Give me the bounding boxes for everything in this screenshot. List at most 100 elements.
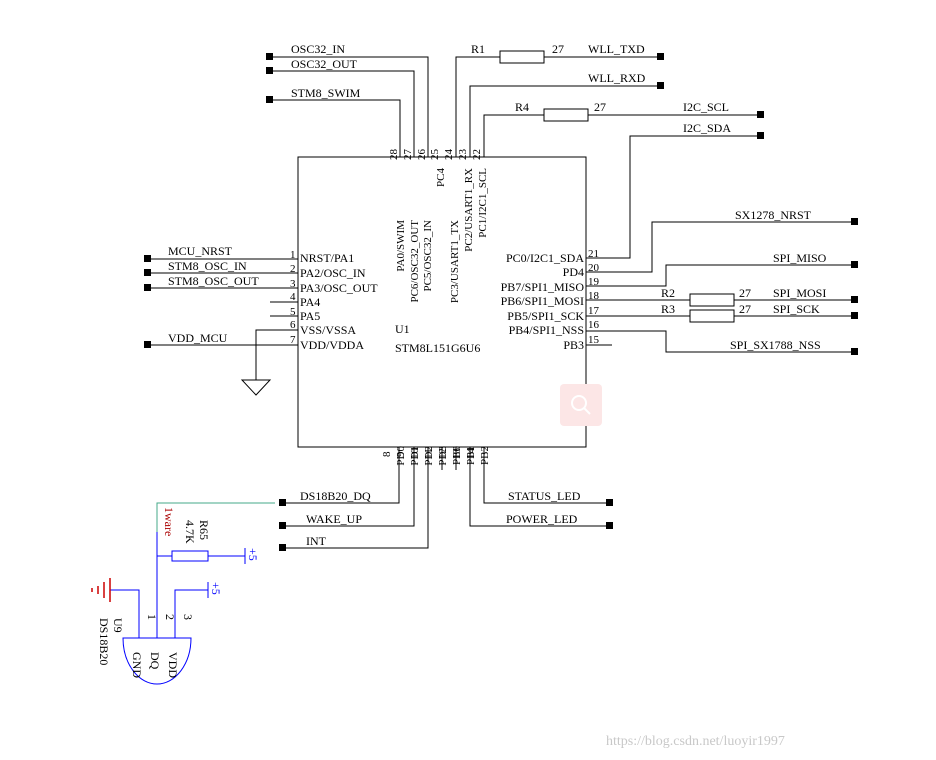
right-pin-num-19: 19 (588, 276, 600, 288)
net-spi-mosi: SPI_MOSI (773, 286, 826, 300)
net-osc32-out: OSC32_OUT (291, 57, 358, 71)
bottom-pin-name-10: PD2 (423, 446, 435, 466)
bottom-pin-name-12: PB0 (451, 446, 463, 465)
net-onewire: 1ware (162, 507, 176, 536)
top-pins: PA0/SWIM PC6/OSC32_OUT PC5/OSC32_IN PC4 … (388, 149, 489, 304)
sensor-pin-name-dq: DQ (148, 652, 162, 670)
net-i2c-scl: I2C_SCL (683, 100, 729, 114)
top-pin-name-28: PA0/SWIM (395, 220, 407, 272)
net-power-led: POWER_LED (506, 512, 578, 526)
r3-body (689, 309, 735, 323)
top-pin-name-24: PC3/USART1_TX (449, 220, 461, 303)
left-pin-num-3: 3 (290, 278, 296, 290)
right-pin-name-21: PC0/I2C1_SDA (506, 251, 584, 265)
bottom-pin-name-13: PB1 (465, 446, 477, 465)
top-wiring: OSC32_IN OSC32_OUT STM8_SWIM R1 27 WLL_T… (266, 42, 764, 259)
watermark: https://blog.csdn.net/luoyir1997 (606, 734, 785, 749)
r2-value: 27 (739, 286, 751, 300)
chip-part: STM8L151G6U6 (395, 341, 480, 355)
r1-value: 27 (552, 42, 564, 56)
right-pin-num-17: 17 (588, 305, 600, 317)
right-pin-name-16: PB4/SPI1_NSS (509, 323, 584, 337)
right-wiring: SX1278_NRST SPI_MISO R2 27 SPI_MOSI R3 2… (586, 208, 858, 355)
top-pin-name-23: PC2/USART1_RX (463, 168, 475, 252)
top-pin-num-25: 25 (429, 149, 441, 161)
net-ds18b20-dq: DS18B20_DQ (300, 489, 371, 503)
right-pin-num-15: 15 (588, 334, 600, 346)
left-pin-num-4: 4 (290, 291, 296, 303)
net-stm8-osc-in: STM8_OSC_IN (168, 259, 247, 273)
sensor-pin-num-2: 2 (163, 614, 177, 620)
net-status-led: STATUS_LED (508, 489, 581, 503)
bottom-pin-name-8: PD0 (395, 446, 407, 466)
net-spi-nss: SPI_SX1788_NSS (730, 338, 821, 352)
bottom-pin-num-14: 14 (465, 448, 477, 460)
r4-body (543, 108, 589, 122)
zoom-icon (560, 384, 602, 426)
sensor-pin-num-1: 1 (145, 614, 159, 620)
top-pin-name-25: PC4 (435, 168, 447, 187)
right-pin-num-21: 21 (588, 248, 599, 260)
top-pin-num-22: 22 (471, 149, 483, 160)
net-vdd-mcu: VDD_MCU (168, 331, 228, 345)
sensor-pin-name-gnd: GND (130, 652, 144, 678)
left-pin-name-2: PA2/OSC_IN (300, 266, 366, 280)
net-wll-txd: WLL_TXD (588, 42, 645, 56)
bottom-pin-num-9: 9 (395, 451, 407, 457)
ground-symbol (240, 379, 272, 396)
top-pin-num-26: 26 (416, 149, 428, 161)
net-stm8-osc-out: STM8_OSC_OUT (168, 274, 259, 288)
bottom-wiring: DS18B20_DQ WAKE_UP INT POWER_LED STATUS_… (279, 447, 613, 551)
bottom-pin-num-12: 12 (437, 448, 449, 459)
right-pin-name-17: PB5/SPI1_SCK (507, 309, 584, 323)
bottom-pin-name-14: PB2 (479, 446, 491, 465)
bottom-pin-num-10: 10 (409, 448, 421, 460)
top-pin-num-28: 28 (388, 149, 400, 161)
left-pin-num-5: 5 (290, 306, 296, 318)
r1-body (499, 50, 545, 64)
net-mcu-nrst: MCU_NRST (168, 244, 233, 258)
r65-body (171, 550, 209, 562)
net-stm8-swim: STM8_SWIM (291, 86, 361, 100)
right-pin-name-18: PB6/SPI1_MOSI (501, 294, 584, 308)
top-pin-name-26: PC5/OSC32_IN (422, 220, 434, 292)
r65-ref: R65 (197, 520, 211, 540)
left-pin-name-5: PA5 (300, 309, 320, 323)
left-pins: 1 2 3 4 5 6 7 NRST/PA1 PA2/OSC_IN PA3/OS… (290, 249, 378, 352)
right-pin-num-20: 20 (588, 262, 600, 274)
left-wiring: MCU_NRST STM8_OSC_IN STM8_OSC_OUT VDD_MC… (144, 244, 298, 396)
right-pin-num-18: 18 (588, 290, 600, 302)
r1-ref: R1 (471, 42, 485, 56)
bottom-pin-num-13: 13 (451, 448, 463, 460)
bottom-pin-name-9: PD1 (409, 446, 421, 466)
r2-body (689, 293, 735, 307)
left-pin-name-1: NRST/PA1 (300, 251, 354, 265)
top-pin-num-23: 23 (457, 149, 469, 161)
ds18b20-circuit: 1ware R65 4.7K +5 +5 1 2 3 GND DQ VDD (91, 502, 275, 685)
left-pin-num-6: 6 (290, 319, 296, 331)
net-spi-miso: SPI_MISO (773, 251, 827, 265)
net-int: INT (306, 534, 327, 548)
r4-ref: R4 (515, 100, 529, 114)
r3-ref: R3 (661, 302, 675, 316)
bottom-pin-num-11: 11 (423, 448, 435, 459)
top-pin-name-27: PC6/OSC32_OUT (409, 220, 421, 303)
right-pin-num-16: 16 (588, 319, 600, 331)
r65-value: 4.7K (183, 520, 197, 544)
r3-value: 27 (739, 302, 751, 316)
ds18b20-body (122, 637, 192, 685)
top-pin-num-24: 24 (443, 149, 455, 161)
chip-ref: U1 (395, 322, 410, 336)
left-pin-num-1: 1 (290, 249, 296, 261)
left-pin-name-4: PA4 (300, 295, 320, 309)
left-pin-name-6: VSS/VSSA (300, 323, 356, 337)
bottom-pin-num-8: 8 (381, 451, 393, 457)
right-pin-name-15: PB3 (563, 338, 584, 352)
r4-value: 27 (594, 100, 606, 114)
right-pin-name-20: PD4 (563, 265, 584, 279)
left-pin-num-7: 7 (290, 334, 296, 346)
net-i2c-sda: I2C_SDA (683, 121, 731, 135)
left-pin-num-2: 2 (290, 263, 296, 275)
